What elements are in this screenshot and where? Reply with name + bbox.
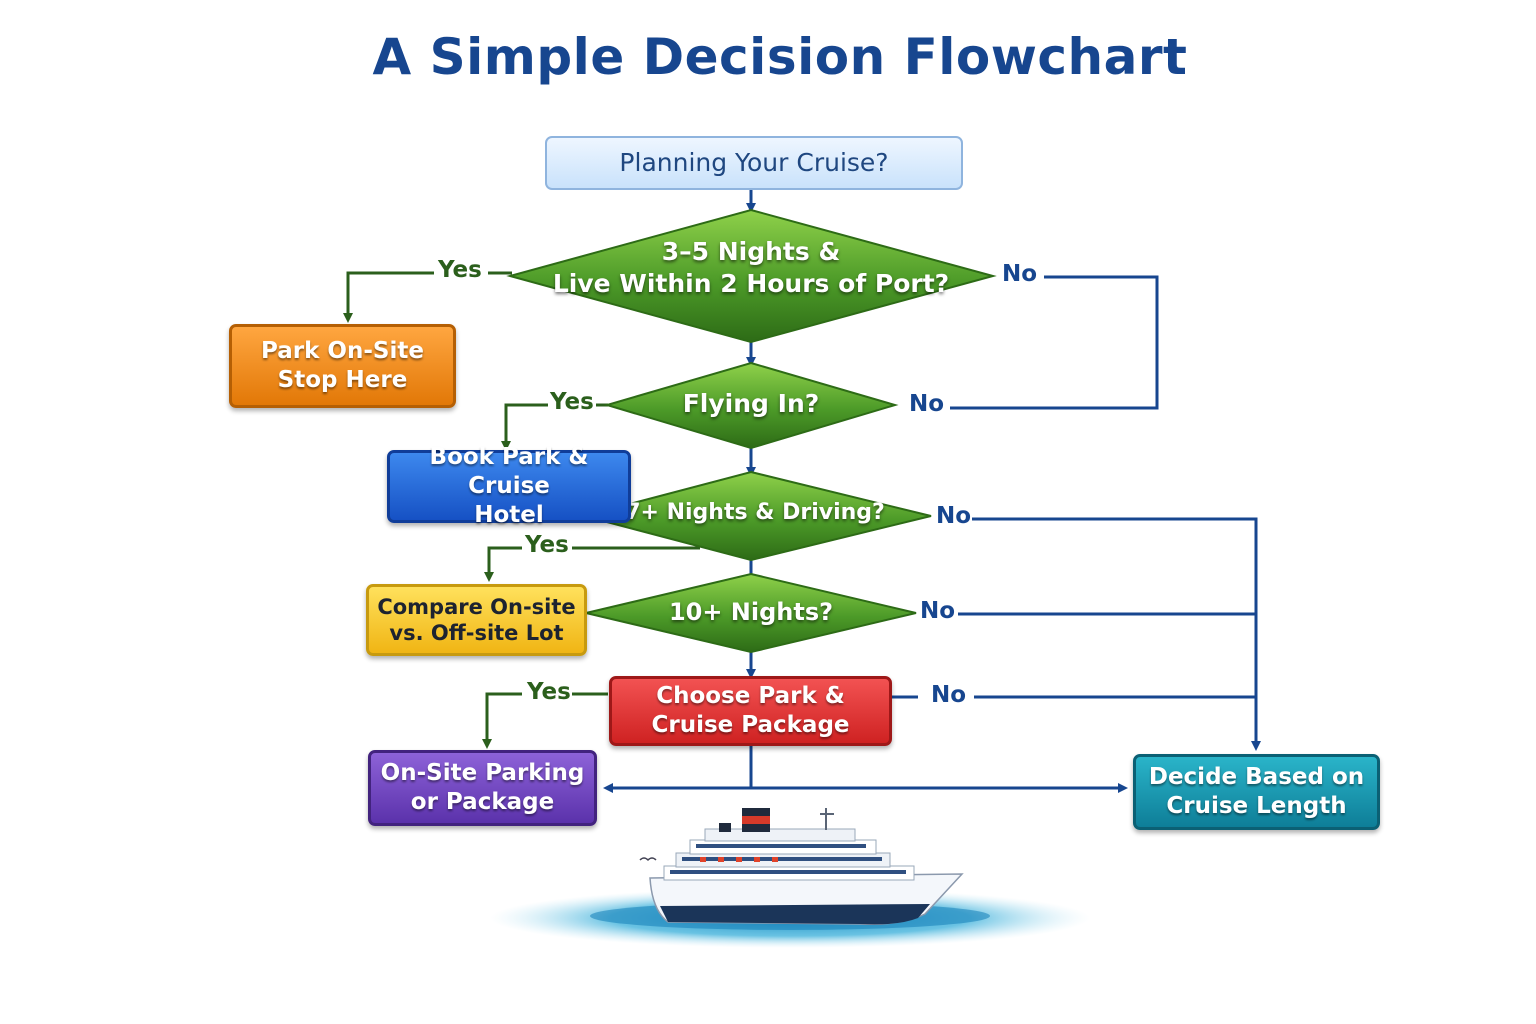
decision-diamond-4 — [585, 572, 917, 654]
connector-d3-yes — [489, 546, 700, 577]
action-choose-package: Choose Park & Cruise Package — [609, 676, 892, 746]
book-hotel-line2: Hotel — [474, 501, 544, 528]
decision-1-text: 3–5 Nights & Live Within 2 Hours of Port… — [540, 236, 962, 300]
page-title: A Simple Decision Flowchart — [372, 28, 1188, 86]
yes-label-package: Yes — [527, 679, 571, 705]
decision-4-text: 10+ Nights? — [640, 597, 862, 628]
compare-lots-line1: Compare On-site — [377, 594, 576, 619]
action-compare-lots: Compare On-site vs. Off-site Lot — [366, 584, 587, 656]
decision-1-line1: 3–5 Nights & — [661, 237, 841, 266]
park-onsite-line2: Stop Here — [277, 367, 408, 393]
park-onsite-line1: Park On-Site — [261, 338, 424, 365]
decision-3-text: 7+ Nights & Driving? — [620, 499, 890, 527]
connector-package-yes — [487, 692, 608, 744]
decision-diamond-2 — [603, 361, 899, 450]
action-park-onsite: Park On-Site Stop Here — [229, 324, 456, 408]
start-node: Planning Your Cruise? — [545, 136, 963, 190]
no-label-d4: No — [920, 598, 956, 624]
decision-2-line1: Flying In? — [682, 389, 820, 418]
cruise-ship-icon — [639, 808, 964, 926]
onsite-or-package-line1: On-Site Parking — [380, 760, 585, 787]
decide-length-line1: Decide Based on — [1148, 764, 1365, 791]
choose-package-line2: Cruise Package — [651, 712, 850, 738]
decision-diamond-3 — [580, 470, 932, 562]
yes-label-d1: Yes — [438, 257, 482, 283]
no-label-package: No — [931, 682, 967, 708]
connector-d3-no — [972, 517, 1261, 751]
decision-3-line1: 7+ Nights & Driving? — [625, 500, 885, 525]
no-label-d3: No — [936, 503, 972, 529]
action-book-hotel: Book Park & Cruise Hotel — [387, 444, 631, 528]
decision-2-text: Flying In? — [640, 388, 862, 420]
book-hotel-line1: Book Park & Cruise — [429, 444, 589, 500]
decision-1-line2: Live Within 2 Hours of Port? — [552, 269, 950, 298]
no-label-d1: No — [1002, 261, 1038, 287]
decide-length-line2: Cruise Length — [1166, 793, 1347, 819]
connector-d1-no — [950, 275, 1159, 410]
compare-lots-line2: vs. Off-site Lot — [389, 621, 564, 645]
action-decide-length: Decide Based on Cruise Length — [1133, 754, 1380, 830]
decision-4-line1: 10+ Nights? — [668, 598, 834, 626]
connector-d1-yes — [348, 271, 512, 318]
yes-label-d3: Yes — [525, 532, 569, 558]
decision-diamond-1 — [506, 208, 997, 344]
no-label-d2: No — [909, 391, 945, 417]
choose-package-line1: Choose Park & — [656, 683, 845, 710]
action-onsite-or-package: On-Site Parking or Package — [368, 750, 597, 826]
yes-label-d2: Yes — [550, 389, 594, 415]
onsite-or-package-line2: or Package — [410, 789, 555, 815]
